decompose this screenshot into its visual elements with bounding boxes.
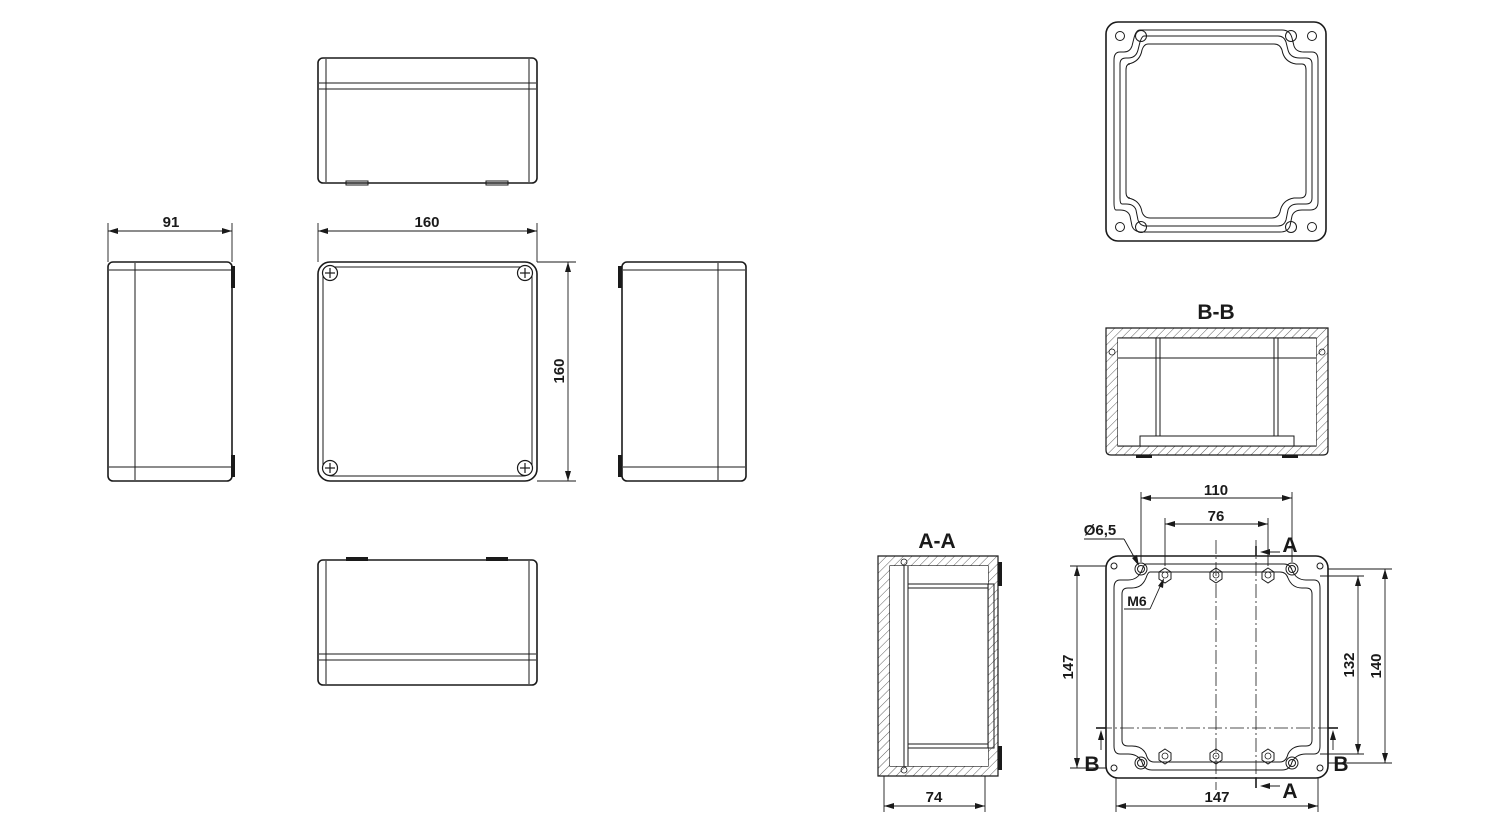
marker-a-top: A [1282,534,1297,557]
dimension-160-height-label: 160 [551,358,568,383]
dimension-76-label: 76 [1208,508,1225,525]
section-a-title: A-A [918,530,955,553]
dimension-160-width-label: 160 [414,214,439,231]
dimension-140-label: 140 [1368,653,1385,678]
top-view [317,57,538,186]
section-b-title: B-B [1197,301,1234,324]
right-side-view [618,261,747,482]
section-b-b: B-B [1105,301,1329,458]
dimension-160-width: 160 [317,214,538,262]
marker-b-left: B [1084,753,1099,776]
dimension-160-height: 160 [537,261,576,482]
bottom-view [317,557,538,686]
dimension-91-label: 91 [163,214,180,231]
thread-label: M6 [1127,593,1147,609]
marker-a-bottom: A [1282,780,1297,803]
dimension-147-horizontal-label: 147 [1204,789,1229,806]
dimension-91: 91 [107,214,233,262]
base-plan-view: A A B B 110 76 Ø6,5 M6 [1060,482,1392,812]
dimension-110-label: 110 [1204,482,1228,499]
section-a-a: A-A 74 [877,530,1002,812]
front-view [317,261,538,482]
hole-diameter-label: Ø6,5 [1084,522,1117,539]
dimension-147-vertical-label: 147 [1060,654,1077,679]
marker-b-right: B [1333,753,1348,776]
screw-top-left-icon [321,264,339,282]
base-top-view [1105,21,1327,242]
dimension-74-label: 74 [926,789,943,806]
dimension-132-label: 132 [1341,652,1358,677]
screw-top-right-icon [516,264,534,282]
left-side-view [107,261,235,482]
screw-bottom-right-icon [516,459,534,477]
screw-bottom-left-icon [321,459,339,477]
